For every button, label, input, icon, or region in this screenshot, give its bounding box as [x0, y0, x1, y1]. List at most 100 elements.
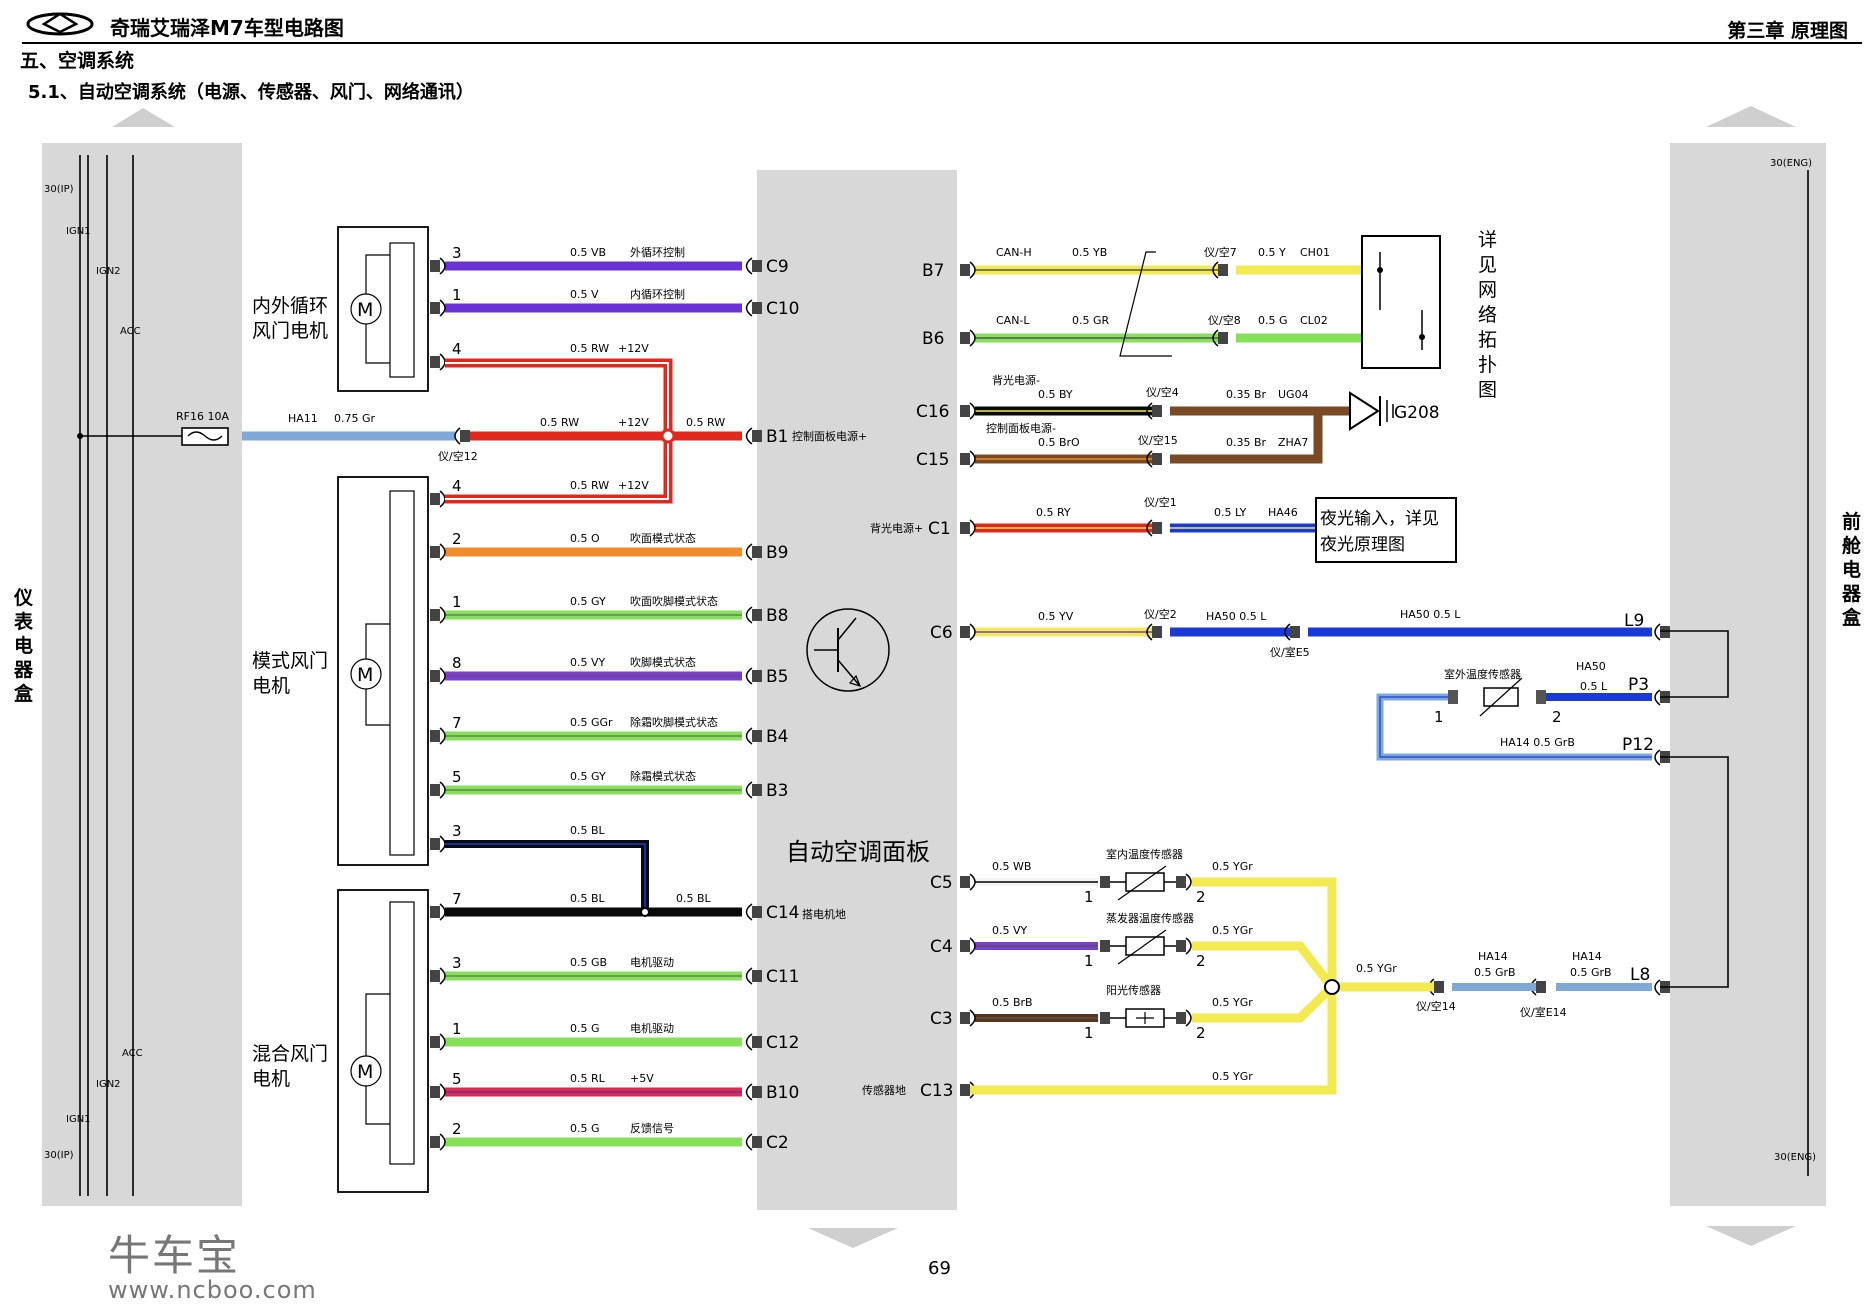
- connector-icon: [969, 623, 976, 641]
- wire: [1170, 411, 1323, 464]
- connector-label: 仪/室E14: [1520, 1005, 1567, 1019]
- connector-label: 仪/空12: [438, 449, 478, 463]
- connector-icon: [969, 261, 976, 279]
- watermark-url: www.ncboo.com: [108, 1276, 317, 1304]
- motor-label-line: 电机: [252, 675, 290, 697]
- motor-pin: [430, 838, 440, 850]
- ground-label: G208: [1394, 403, 1440, 423]
- fuse-label: RF16 10A: [176, 410, 229, 423]
- ip-fuse-box: [42, 143, 242, 1206]
- wire-label: CH01: [1300, 246, 1330, 259]
- engine-fuse-box: [1670, 143, 1826, 1206]
- wire-label: 0.5 VY: [570, 656, 606, 669]
- function-label: +5V: [630, 1072, 654, 1085]
- note-char: 详: [1478, 229, 1497, 251]
- network-topology-box: [1361, 235, 1441, 369]
- panel-pin: [960, 876, 970, 888]
- pin-number: 8: [452, 654, 462, 672]
- wire-label: 0.5 YV: [1038, 610, 1074, 623]
- function-label: 反馈信号: [630, 1122, 674, 1135]
- wire-label: 0.5 GrB: [1570, 966, 1612, 979]
- pin-label: C12: [766, 1033, 800, 1053]
- connector-icon: [969, 1009, 976, 1027]
- connector-icon: [969, 937, 976, 955]
- connector-icon: [745, 781, 753, 799]
- engine-box-loop: [1660, 756, 1729, 988]
- connector-icon: [439, 967, 446, 985]
- box-label-char: 前: [1842, 510, 1861, 533]
- function-label: 除霜吹脚模式状态: [630, 715, 718, 729]
- wire-label: HA14: [1478, 950, 1508, 963]
- connector-icon: [439, 1033, 446, 1051]
- wire-label: 0.5 LY: [1214, 506, 1247, 519]
- pin-number: 3: [452, 244, 462, 262]
- transistor-icon: [806, 608, 890, 692]
- wire-label: 0.5 G: [1258, 314, 1288, 327]
- wire-label: HA11: [288, 412, 318, 425]
- pin-number: 3: [452, 954, 462, 972]
- wire-label: 0.5 YGr: [1212, 924, 1253, 937]
- wire-label: 0.35 Br: [1226, 388, 1267, 401]
- box-label-char: 仪: [13, 587, 34, 609]
- wire-label: 0.5 Y: [1258, 246, 1286, 259]
- connector-pin: [1152, 405, 1162, 417]
- connector-icon: [745, 1133, 753, 1151]
- wire-label: 背光电源-: [992, 373, 1040, 387]
- connector-label: 仪/空7: [1204, 245, 1237, 259]
- bus-label: ACC: [120, 326, 141, 337]
- pin-label: C15: [916, 450, 950, 470]
- wire-label: 0.5 WB: [992, 860, 1031, 873]
- connector-label: 仪/空2: [1144, 607, 1177, 621]
- pin-number: 3: [452, 822, 462, 840]
- wire-label: 0.35 Br: [1226, 436, 1267, 449]
- section-title: 五、空调系统: [20, 50, 135, 72]
- function-label: +12V: [618, 342, 649, 355]
- wire-label: 0.5 RW: [570, 479, 609, 492]
- wire-label: 0.5 VB: [570, 246, 606, 259]
- pin-number: 1: [1084, 952, 1094, 970]
- ip-fuse-box-label: 仪 表 电 器 盒: [13, 587, 34, 705]
- note-char: 图: [1478, 379, 1497, 401]
- wire-label: CL02: [1300, 314, 1328, 327]
- panel-pin: [960, 1012, 970, 1024]
- connector-icon: [439, 353, 446, 371]
- b1-power-junction: [445, 358, 676, 504]
- function-label: 除霜模式状态: [630, 769, 696, 783]
- bus-label: 30(ENG): [1770, 158, 1812, 169]
- connector-icon: [745, 606, 753, 624]
- connector-label: 仪/空15: [1138, 433, 1178, 447]
- nav-down-arrow-icon: [808, 1228, 898, 1248]
- header-rule: [22, 42, 1862, 44]
- note-char: 拓: [1478, 329, 1497, 351]
- connector-icon: [1146, 519, 1153, 537]
- night-light-note: 夜光原理图: [1320, 535, 1405, 555]
- wire-label: UG04: [1278, 388, 1309, 401]
- nav-up-arrow-icon: [112, 108, 175, 127]
- connector-icon: [1212, 261, 1219, 279]
- box-label-char: 电: [14, 634, 33, 657]
- pin-function-label: 搭电机地: [802, 907, 846, 921]
- panel-pin: [960, 332, 970, 344]
- recirc-door-motor: M: [337, 226, 429, 392]
- wire-label: 0.75 Gr: [334, 412, 376, 425]
- wire-label: 0.5 YGr: [1212, 1070, 1253, 1083]
- bus-label: IGN1: [66, 1114, 91, 1125]
- connector-icon: [745, 257, 753, 275]
- pin-function-label: 控制面板电源+: [792, 429, 867, 443]
- connector-icon: [745, 1033, 753, 1051]
- pin-number: 2: [1196, 888, 1206, 906]
- pin-label: P12: [1622, 735, 1654, 755]
- box-label-char: 器: [13, 659, 34, 681]
- wire-label: 0.5 GY: [570, 595, 606, 608]
- connector-icon: [969, 402, 976, 420]
- wire-label: 0.5 GY: [570, 770, 606, 783]
- night-light-note: 夜光输入，详见: [1320, 509, 1439, 529]
- motor-pin: [430, 906, 440, 918]
- pin-label: B7: [922, 261, 944, 281]
- wire-label: HA46: [1268, 506, 1298, 519]
- wire-label: 0.5 VY: [992, 924, 1028, 937]
- pin-number: 2: [1552, 708, 1562, 726]
- pin-number: 1: [452, 593, 462, 611]
- panel-pin: [960, 405, 970, 417]
- connector-icon: [745, 299, 753, 317]
